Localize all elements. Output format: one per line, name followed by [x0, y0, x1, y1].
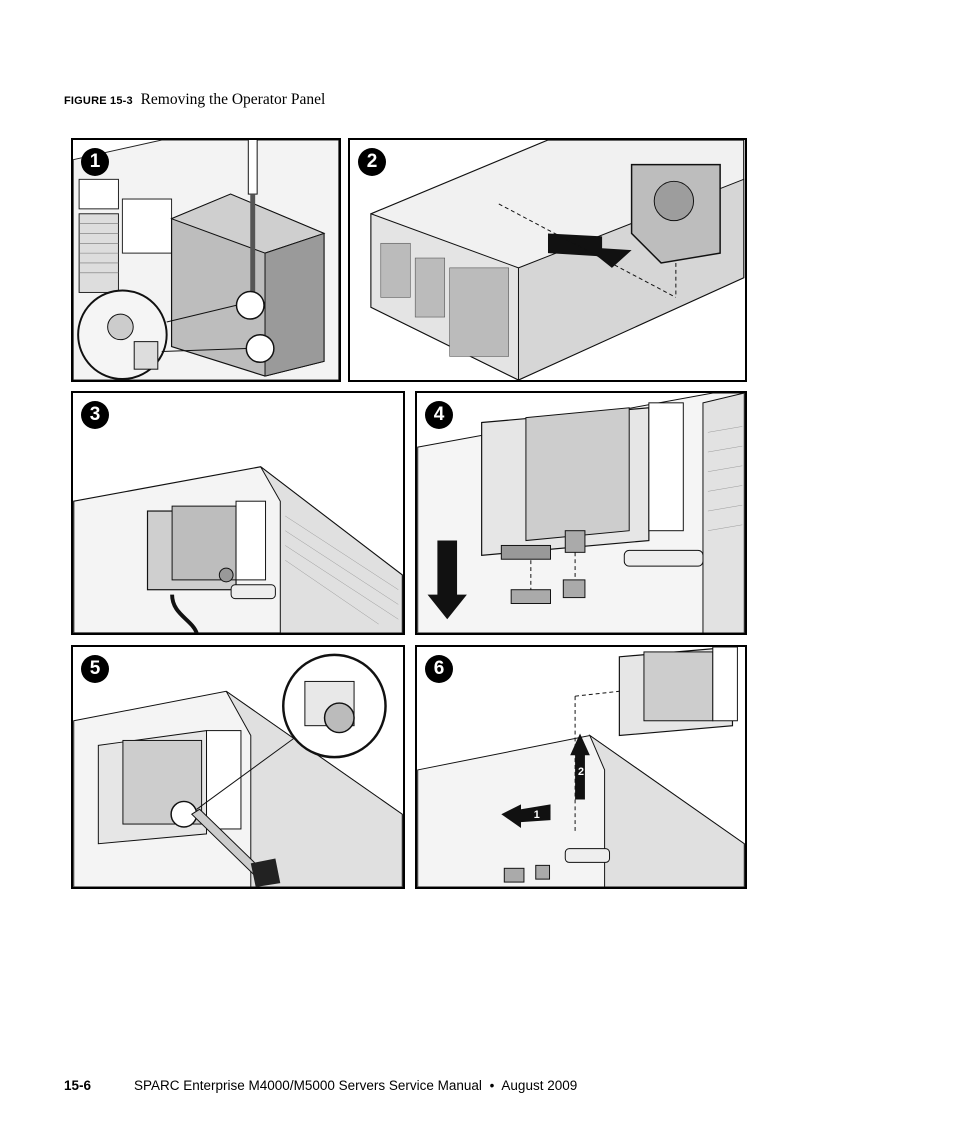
arrow-left-icon	[501, 804, 551, 828]
step-5-drawing	[73, 653, 403, 887]
arrow-label-2: 2	[578, 766, 584, 778]
step-2-drawing	[370, 140, 745, 380]
step-number-badge: 2	[358, 148, 386, 176]
figure-title: Removing the Operator Panel	[140, 91, 326, 108]
figure-caption: FIGURE 15-3 Removing the Operator Panel	[64, 91, 325, 109]
page-number: 15-6	[64, 1078, 91, 1093]
step-number-badge: 4	[425, 401, 453, 429]
illustration-step-4: 4	[415, 391, 747, 635]
step-4-drawing	[417, 393, 745, 633]
illustration-step-3: 3	[71, 391, 405, 635]
step-1-drawing	[73, 140, 339, 380]
step-number-badge: 5	[81, 655, 109, 683]
step-number-badge: 1	[81, 148, 109, 176]
illustration-step-1: 1	[71, 138, 341, 382]
manual-title: SPARC Enterprise M4000/M5000 Servers Ser…	[134, 1078, 482, 1093]
step-6-drawing: 2 1	[417, 647, 745, 887]
step-number-badge: 3	[81, 401, 109, 429]
arrow-label-1: 1	[534, 809, 540, 821]
running-footer: SPARC Enterprise M4000/M5000 Servers Ser…	[134, 1078, 577, 1093]
figure-number: FIGURE 15-3	[64, 95, 133, 107]
page-number-text: 15-6	[64, 1078, 92, 1093]
step-3-drawing	[73, 466, 403, 633]
illustration-step-5: 5	[71, 645, 405, 889]
step-number-badge: 6	[425, 655, 453, 683]
publication-date: August 2009	[501, 1078, 578, 1093]
illustration-step-6: 2 1 6	[415, 645, 747, 889]
footer-separator: •	[489, 1078, 495, 1093]
illustration-step-2: 2	[348, 138, 747, 382]
